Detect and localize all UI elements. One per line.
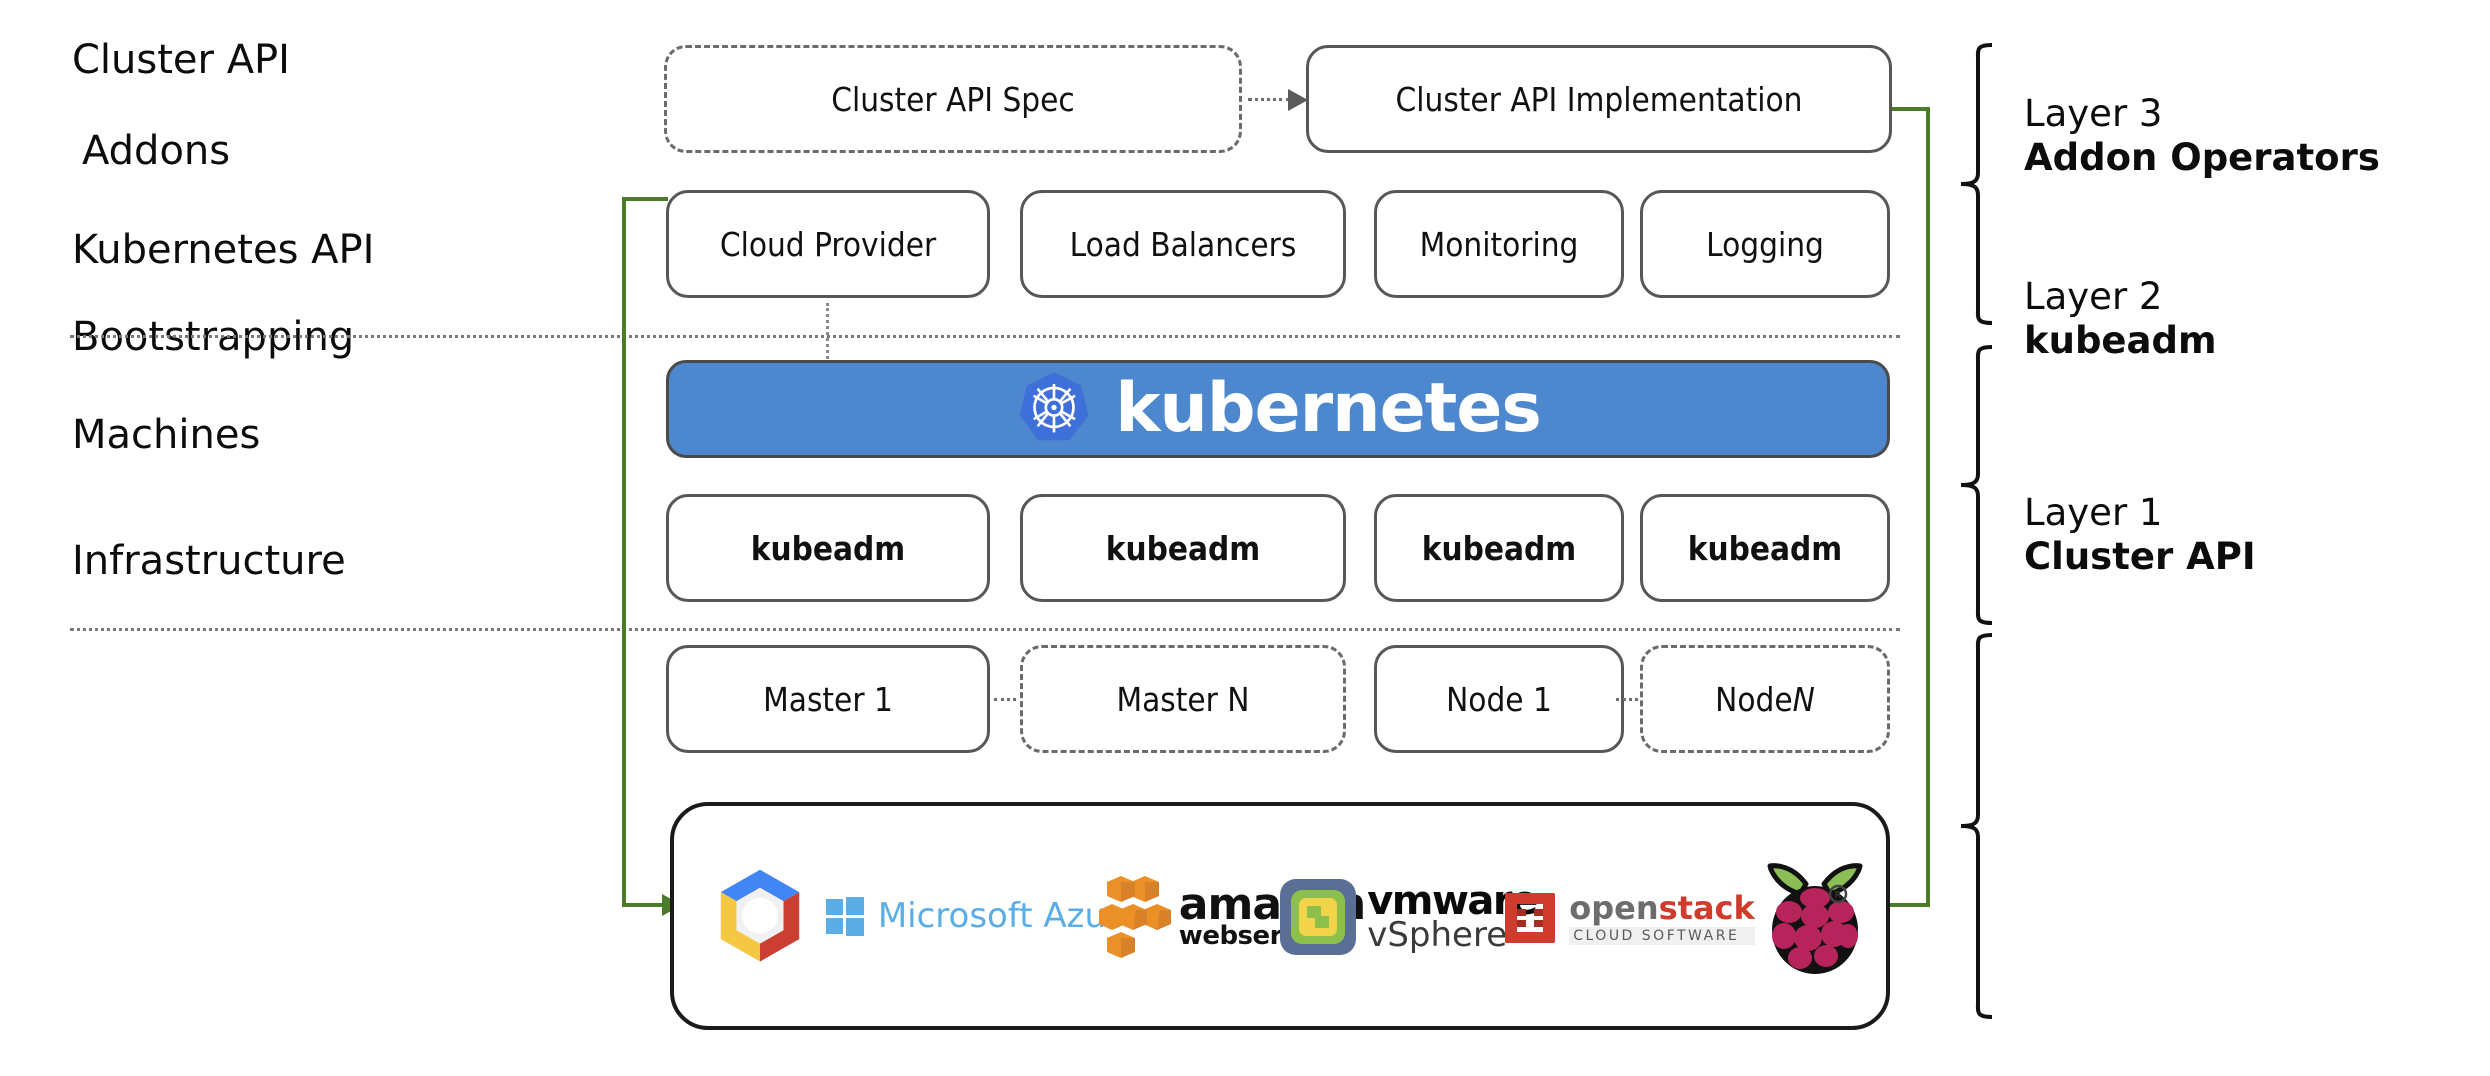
node-cluster-api-implementation[interactable]: Cluster API Implementation <box>1306 45 1892 153</box>
node-label: Cloud Provider <box>719 224 937 264</box>
google-cloud-logo-icon <box>720 869 800 962</box>
vsphere-wordmark: vSphere <box>1367 914 1508 955</box>
raspberry-pi-icon: R <box>1767 863 1863 974</box>
brace-layer-1 <box>1960 633 1993 1019</box>
layer-title: Layer 1 <box>2024 491 2163 534</box>
green-connector-impl-top <box>1892 107 1930 111</box>
layer-label-3: Layer 3 Addon Operators <box>2024 92 2380 179</box>
node-label: Node 1 <box>1446 679 1552 719</box>
row-label-infrastructure: Infrastructure <box>72 538 346 584</box>
brace-layer-2 <box>1960 345 1993 625</box>
layer-subtitle: Addon Operators <box>2024 135 2380 179</box>
openstack-bracket-icon <box>1505 893 1556 943</box>
row-label-machines: Machines <box>72 412 261 458</box>
separator-line-layer2-layer1 <box>70 628 1900 631</box>
layer-label-1: Layer 1 Cluster API <box>2024 491 2256 578</box>
row-label-addons: Addons <box>82 128 231 174</box>
node-label: Load Balancers <box>1069 224 1297 264</box>
green-connector-cloudprovider-vertical <box>622 197 626 905</box>
node-node-n[interactable]: Node N <box>1640 645 1890 753</box>
node-kubeadm-4[interactable]: kubeadm <box>1640 494 1890 602</box>
microsoft-window-icon <box>825 897 864 936</box>
kubernetes-api-banner: kubernetes <box>666 360 1890 458</box>
openstack-wordmark: openstack <box>1569 892 1755 924</box>
node-kubeadm-3[interactable]: kubeadm <box>1374 494 1624 602</box>
green-connector-cloudprovider-top <box>622 197 668 201</box>
green-connector-cloudprovider-bottom <box>622 903 670 907</box>
node-label: kubeadm <box>1687 528 1843 568</box>
openstack-tagline: CLOUD SOFTWARE <box>1569 926 1755 945</box>
row-label-cluster-api: Cluster API <box>72 37 290 83</box>
node-label: kubeadm <box>1105 528 1261 568</box>
openstack-word-stack: stack <box>1658 888 1755 927</box>
logo-raspberry-pi: R <box>1750 848 1880 980</box>
node-kubeadm-1[interactable]: kubeadm <box>666 494 990 602</box>
node-logging[interactable]: Logging <box>1640 190 1890 298</box>
node-label: Master 1 <box>763 679 893 719</box>
green-connector-impl-vertical <box>1926 107 1930 905</box>
arrowhead-right-icon <box>1288 89 1308 111</box>
aws-boxes-icon <box>1098 876 1171 958</box>
logo-google-cloud <box>700 860 820 978</box>
dotted-arrow-spec-to-impl <box>1248 98 1290 101</box>
openstack-word-open: open <box>1569 888 1659 927</box>
node-label: Node <box>1715 679 1793 719</box>
dotted-connector-cloudprovider-k8s <box>826 303 829 365</box>
node-label: kubeadm <box>1421 528 1577 568</box>
node-node-1[interactable]: Node 1 <box>1374 645 1624 753</box>
node-master-1[interactable]: Master 1 <box>666 645 990 753</box>
node-cluster-api-spec[interactable]: Cluster API Spec <box>664 45 1242 153</box>
dotted-connector-node1-noden <box>1616 698 1638 701</box>
node-monitoring[interactable]: Monitoring <box>1374 190 1624 298</box>
node-label: Monitoring <box>1419 224 1579 264</box>
logo-vmware-vsphere: vmware vSphere <box>1278 858 1538 976</box>
node-load-balancers[interactable]: Load Balancers <box>1020 190 1346 298</box>
node-master-n[interactable]: Master N <box>1020 645 1346 753</box>
layer-subtitle: kubeadm <box>2024 318 2217 362</box>
row-label-kubernetes-api: Kubernetes API <box>72 227 375 273</box>
layer-title: Layer 3 <box>2024 92 2163 135</box>
vmware-square-icon <box>1280 879 1357 955</box>
infrastructure-container <box>670 802 1890 1030</box>
green-connector-impl-bottom <box>1878 903 1930 907</box>
node-label: Cluster API Spec <box>831 79 1075 119</box>
logo-openstack: openstack CLOUD SOFTWARE <box>1502 868 1755 968</box>
separator-line-layer3-layer2 <box>70 335 1900 338</box>
node-label: kubeadm <box>750 528 906 568</box>
node-label: Master N <box>1116 679 1250 719</box>
node-kubeadm-2[interactable]: kubeadm <box>1020 494 1346 602</box>
layer-subtitle: Cluster API <box>2024 534 2256 578</box>
kubernetes-wheel-icon <box>1019 372 1089 441</box>
logo-microsoft-azure: Microsoft Azure <box>825 880 1140 952</box>
layer-label-2: Layer 2 kubeadm <box>2024 275 2217 362</box>
node-label-italic-suffix: N <box>1792 679 1815 719</box>
node-cloud-provider[interactable]: Cloud Provider <box>666 190 990 298</box>
node-label: Logging <box>1706 224 1824 264</box>
brace-layer-3 <box>1960 43 1993 325</box>
layer-title: Layer 2 <box>2024 275 2163 318</box>
node-label: Cluster API Implementation <box>1395 79 1803 119</box>
svg-text:R: R <box>1835 891 1841 901</box>
kubernetes-wordmark: kubernetes <box>1115 369 1542 448</box>
microsoft-azure-label: Microsoft Azure <box>877 896 1141 936</box>
dotted-connector-master1-mastern <box>994 698 1016 701</box>
